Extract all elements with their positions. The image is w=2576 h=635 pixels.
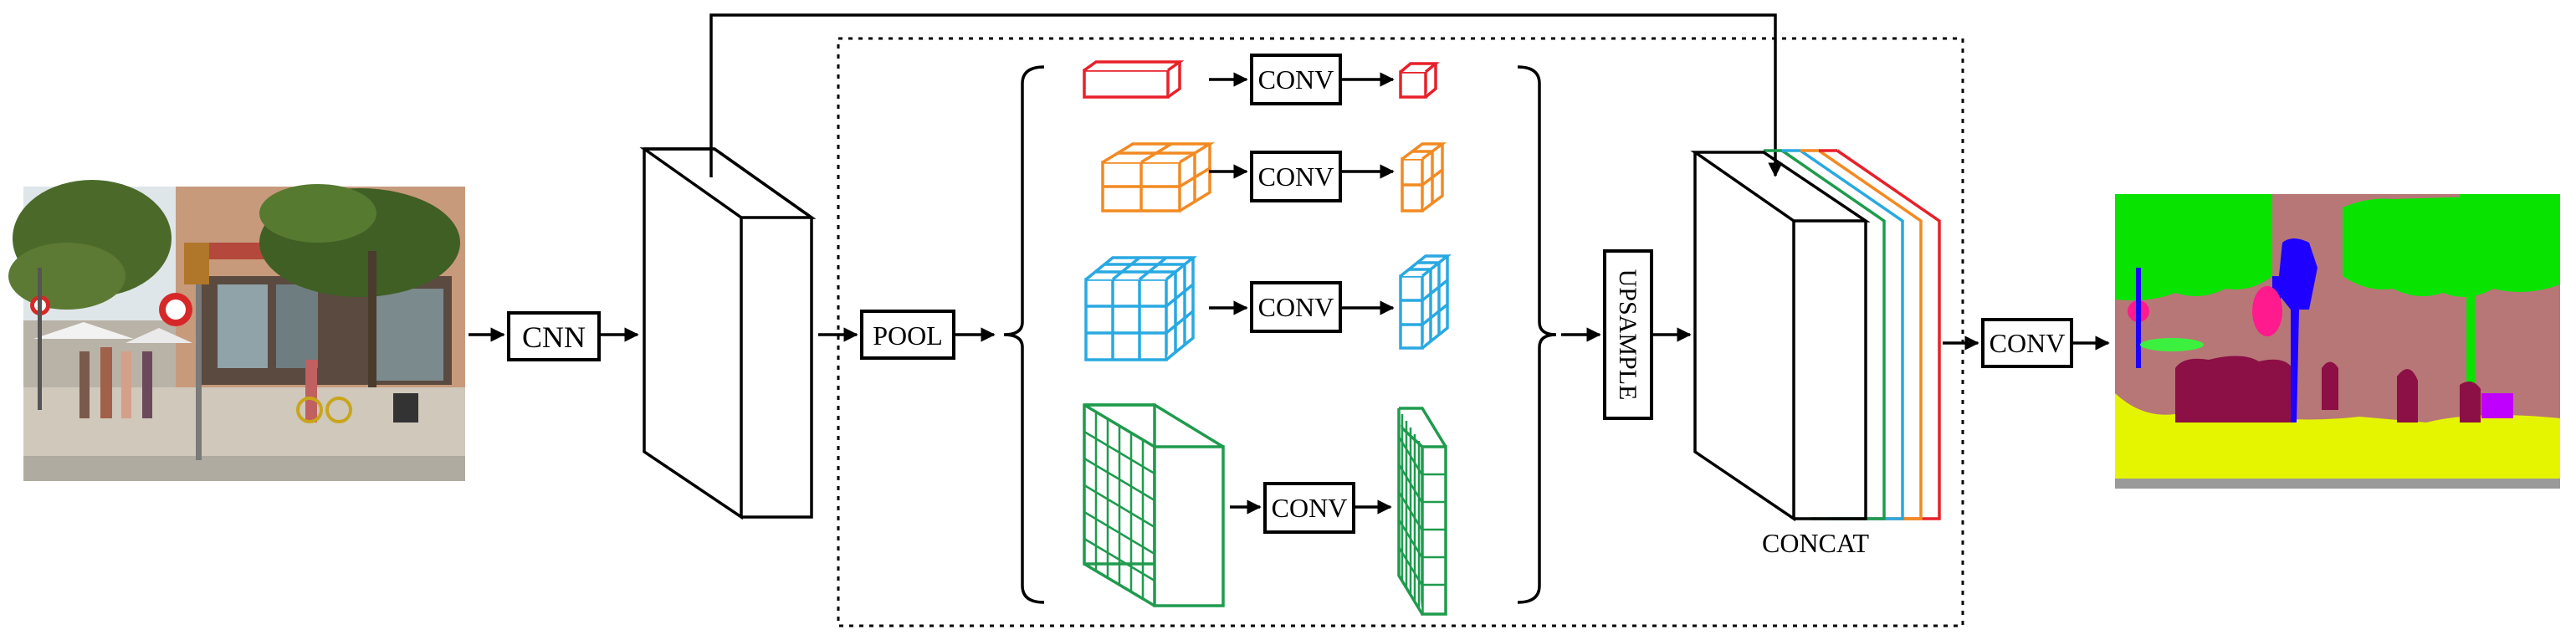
concat-label: CONCAT (1762, 528, 1869, 558)
cnn-box (507, 311, 601, 361)
left-brace (1003, 65, 1045, 604)
conv-out-2x2 (1401, 142, 1447, 213)
pool-bin-3x3 (1084, 256, 1197, 361)
pool-bin-1x1 (1083, 60, 1185, 99)
conv-label-1: CONV (1258, 64, 1334, 95)
skip-connection (709, 13, 1783, 177)
feature-map (639, 147, 817, 520)
conv-label-4: CONV (1272, 493, 1348, 523)
concat-feature-stack (1690, 149, 1941, 522)
conv-label-2: CONV (1258, 161, 1334, 192)
output-segmentation-map (2115, 194, 2560, 489)
conv-box-1 (1250, 54, 1342, 105)
pool-bin-2x2 (1101, 142, 1216, 213)
pool-label: POOL (873, 320, 943, 351)
final-conv-label: CONV (1990, 328, 2066, 358)
conv-out-3x3 (1399, 254, 1452, 350)
upsample-label: UPSAMPLE (1614, 269, 1641, 401)
upsample-box (1603, 249, 1653, 420)
conv-box-2 (1250, 151, 1342, 202)
conv-out-1x1 (1399, 62, 1440, 99)
pool-bin-6x6 (1083, 403, 1225, 607)
conv-label-3: CONV (1258, 292, 1334, 322)
conv-out-6x6-grid (1397, 414, 1446, 608)
pool-bin-6x6-grid (1083, 412, 1155, 599)
right-brace (1517, 65, 1557, 604)
pyramid-pooling-module (837, 37, 1964, 627)
input-street-image (8, 180, 465, 481)
cnn-label: CNN (522, 320, 586, 354)
